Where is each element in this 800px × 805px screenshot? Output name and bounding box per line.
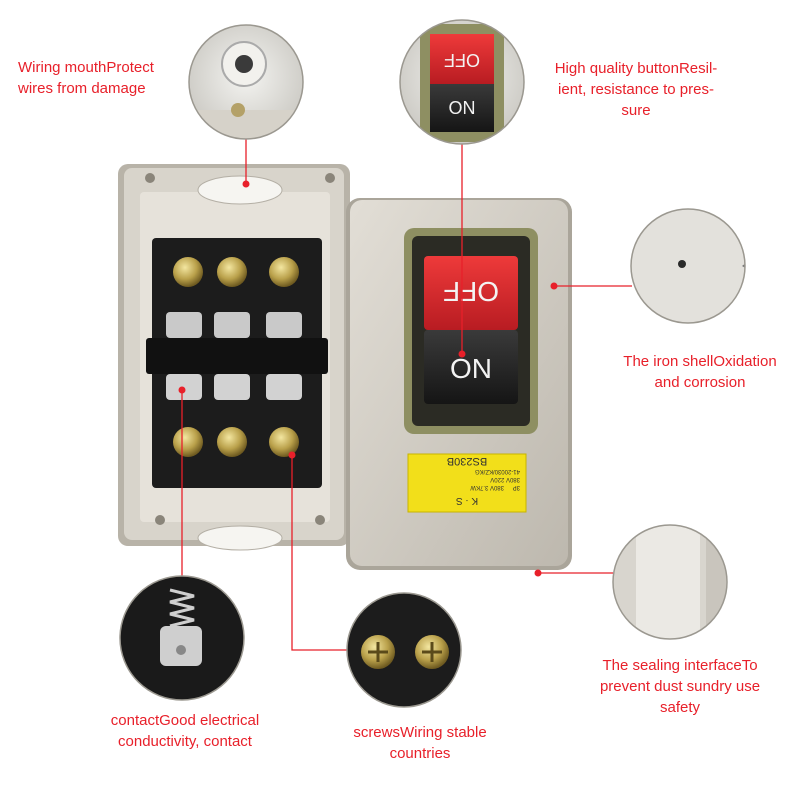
switch-cover: OFF ON K · S 3P 380V 3.7KW 380V 220V 41-… (346, 198, 572, 570)
callout-screws-line2: countries (389, 745, 451, 762)
detail-screws (346, 592, 462, 708)
callout-wiring-mouth: Wiring mouthProtect wires from damage (18, 57, 188, 99)
plate-model: BS230B (447, 455, 487, 467)
callout-sealing-line2: prevent dust sundry use (599, 678, 761, 695)
plate-line2: 380V 3.7KW (470, 484, 504, 490)
on-button-label: ON (450, 353, 492, 384)
callout-button: High quality buttonResil- ient, resistan… (536, 58, 736, 121)
on-button (424, 330, 518, 404)
detail-iron-shell (630, 208, 746, 324)
callout-screws: screwsWiring stable countries (340, 722, 500, 764)
model-plate: K · S 3P 380V 3.7KW 380V 220V 41-20030/K… (407, 453, 527, 513)
plate-line1: 3P (513, 484, 520, 490)
detail-off-label: OFF (444, 50, 480, 70)
callout-button-line1: High quality buttonResil- (554, 60, 718, 77)
callout-screws-line1: screwsWiring stable (353, 724, 487, 741)
detail-sealing-interface (612, 524, 728, 640)
callout-button-line3: sure (621, 102, 651, 119)
plate-brand: K · S (456, 495, 479, 506)
detail-on-label: ON (449, 98, 476, 118)
callout-contact-line2: conductivity, contact (118, 733, 252, 750)
callout-sealing: The sealing interfaceTo prevent dust sun… (585, 655, 775, 718)
plate-line4: 41-20030/KZ/KG (475, 468, 520, 474)
callout-iron-shell: The iron shellOxidation and corrosion (605, 351, 795, 393)
off-button (424, 256, 518, 330)
callout-sealing-line1: The sealing interfaceTo (602, 657, 758, 674)
callout-dots (178, 180, 558, 577)
detail-wiring-mouth (188, 24, 304, 140)
off-button-label: OFF (443, 276, 499, 307)
detail-contact (119, 575, 245, 701)
plate-line3: 380V 220V (490, 476, 520, 482)
callout-sealing-line3: safety (659, 699, 701, 716)
callout-iron-shell-line1: The iron shellOxidation (623, 353, 777, 370)
callout-button-line2: ient, resistance to pres- (558, 81, 714, 98)
detail-button: OFF ON (399, 19, 525, 145)
callout-lines (181, 139, 632, 651)
open-base-housing (118, 164, 350, 551)
callout-iron-shell-line2: and corrosion (654, 374, 746, 391)
callout-contact-line1: contactGood electrical (110, 712, 260, 729)
callout-wiring-mouth-line2: wires from damage (18, 80, 146, 97)
callout-contact: contactGood electrical conductivity, con… (100, 710, 270, 752)
callout-wiring-mouth-line1: Wiring mouthProtect (18, 59, 154, 76)
